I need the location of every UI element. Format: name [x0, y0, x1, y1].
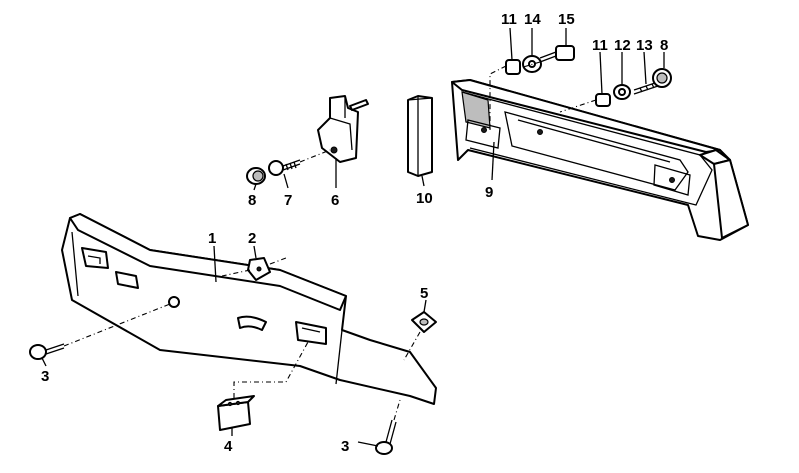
- washer-12: [613, 84, 631, 100]
- callout-3a: 3: [41, 368, 49, 385]
- screw-15: [539, 45, 575, 63]
- cap-nut-8-right: [652, 68, 672, 88]
- callout-11a: 11: [501, 11, 517, 28]
- lower-panel-1: [61, 213, 437, 405]
- leader-5: [423, 299, 427, 313]
- callout-2: 2: [248, 230, 256, 247]
- callout-14: 14: [524, 11, 541, 28]
- leader-13: [643, 51, 647, 85]
- callout-12: 12: [614, 37, 631, 54]
- foam-block-10: [407, 95, 433, 177]
- screw-3-bottom: [375, 419, 397, 455]
- cap-nut-8-left: [246, 167, 266, 185]
- leader-2: [253, 245, 257, 259]
- callout-6: 6: [331, 192, 339, 209]
- leader-3a: [41, 357, 47, 367]
- catch-4: [217, 395, 255, 431]
- callout-5: 5: [420, 285, 428, 302]
- spacer-11-top: [505, 59, 521, 75]
- leader-1: [213, 245, 217, 283]
- leader-7: [283, 173, 289, 189]
- leader-11b: [599, 51, 603, 95]
- callout-8b: 8: [660, 37, 668, 54]
- expansion-nut-5: [411, 311, 437, 333]
- leader-10: [421, 175, 425, 187]
- callout-13: 13: [636, 37, 653, 54]
- clip-2: [247, 257, 271, 281]
- screw-3-left: [29, 343, 65, 360]
- callout-15: 15: [558, 11, 575, 28]
- bracket-6: [317, 95, 369, 163]
- leader-8a: [253, 183, 257, 191]
- callout-3b: 3: [341, 438, 349, 455]
- leader-3b: [357, 441, 379, 447]
- trim-panel-9: [451, 79, 749, 241]
- screw-7: [268, 159, 301, 176]
- callout-8a: 8: [248, 192, 256, 209]
- callout-11b: 11: [592, 37, 608, 54]
- callout-7: 7: [284, 192, 292, 209]
- callout-10: 10: [416, 190, 433, 207]
- callout-1: 1: [208, 230, 216, 247]
- callout-4: 4: [224, 438, 233, 455]
- leader-11a: [509, 27, 513, 61]
- callout-9: 9: [485, 184, 493, 201]
- leader-9: [491, 141, 495, 181]
- spacer-11-right: [595, 93, 611, 107]
